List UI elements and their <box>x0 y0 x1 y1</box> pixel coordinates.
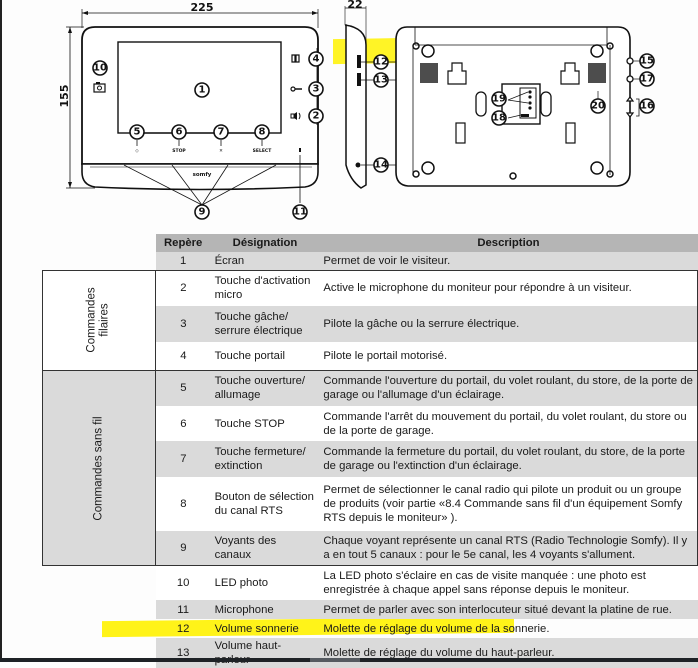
select-label: SELECT <box>253 148 273 154</box>
arrow-down-icon <box>625 112 635 118</box>
table-row: 7 Touche fermeture/ extinction Commande … <box>43 441 698 477</box>
svg-text:14: 14 <box>374 160 388 171</box>
table-row: Commandes sans fil 5 Touche ouverture/ a… <box>41 369 698 566</box>
callout-14: 14 <box>373 157 389 173</box>
svg-text:13: 13 <box>374 75 388 86</box>
callout-10: 10 <box>92 60 108 76</box>
callout-13: 13 <box>373 72 389 88</box>
back-view: 15 17 16 19 18 20 <box>395 26 655 187</box>
channel-led-leaders <box>123 164 277 206</box>
header-designation: Désignation <box>210 234 320 252</box>
callout-9: 9 <box>194 204 210 220</box>
svg-text:1: 1 <box>199 85 206 96</box>
mount-slot-left <box>447 62 467 85</box>
mount-slot-right <box>560 62 580 85</box>
svg-text:18: 18 <box>492 113 506 124</box>
callout-1: 1 <box>194 82 210 98</box>
header-repere: Repère <box>155 234 211 252</box>
table-row: 4 Touche portail Pilote le portail motor… <box>43 342 698 371</box>
callout-2: 2 <box>308 108 324 124</box>
table-row: 1 Écran Permet de voir le visiteur. <box>43 252 698 270</box>
speaker-icon <box>290 112 301 120</box>
svg-text:15: 15 <box>640 56 654 67</box>
callout-12: 12 <box>373 54 389 70</box>
speaker-grille-left <box>420 63 438 83</box>
svg-text:10: 10 <box>93 63 107 74</box>
svg-text:12: 12 <box>374 57 388 68</box>
terminal-block <box>501 83 541 125</box>
table-row: 10 LED photo La LED photo s'éclaire en c… <box>43 565 698 600</box>
svg-text:20: 20 <box>591 101 605 112</box>
svg-text:5: 5 <box>134 127 141 138</box>
book-portal-icon <box>291 54 300 63</box>
height-dimension-label: 155 <box>58 85 71 108</box>
svg-text:16: 16 <box>640 101 654 112</box>
svg-text:9: 9 <box>199 207 206 218</box>
callout-15: 15 <box>639 53 655 69</box>
button-17-shape <box>626 75 634 83</box>
button-15-shape <box>626 57 634 65</box>
callout-7: 7 <box>213 124 229 140</box>
callout-11: 11 <box>292 204 308 220</box>
camera-icon <box>93 82 106 93</box>
svg-text:19: 19 <box>492 94 506 105</box>
svg-text:17: 17 <box>640 74 654 85</box>
table-row: 9 Voyants des canaux Chaque voyant repré… <box>43 531 698 566</box>
table-row-highlighted: 12 Volume sonnerie Molette de réglage du… <box>176 622 550 635</box>
somfy-logo: somfy <box>193 172 212 178</box>
callout-16: 16 <box>639 98 655 114</box>
arrow-up-icon <box>625 96 635 102</box>
svg-text:6: 6 <box>176 127 183 138</box>
svg-text:11: 11 <box>293 207 307 218</box>
table-row: 13 Volume haut-parleur Molette de réglag… <box>43 638 698 668</box>
stop-label: STOP <box>172 148 186 154</box>
header-description: Description <box>319 234 698 252</box>
svg-text:3: 3 <box>313 84 320 95</box>
callout-17: 17 <box>639 71 655 87</box>
callout-8: 8 <box>254 124 270 140</box>
front-view: 225 155 somfy ◇ STOP ✕ SELECT <box>58 1 324 220</box>
ringer-wheel <box>357 55 361 68</box>
window-left-edge <box>0 0 2 662</box>
svg-text:4: 4 <box>313 54 320 65</box>
callout-5: 5 <box>129 124 145 140</box>
svg-text:8: 8 <box>259 127 266 138</box>
svg-text:7: 7 <box>218 127 225 138</box>
product-diagram: 225 155 somfy ◇ STOP ✕ SELECT <box>58 0 655 220</box>
callout-20: 20 <box>590 98 606 114</box>
open-glyph: ◇ <box>135 149 139 154</box>
legend-table: Repère Désignation Description 1 Écran P… <box>41 234 698 668</box>
window-bottom-edge <box>0 658 698 662</box>
table-row: 11 Microphone Permet de parler avec son … <box>43 600 698 619</box>
table-row: 6 Touche STOP Commande l'arrêt du mouvem… <box>43 406 698 441</box>
depth-dimension-label: 22 <box>347 0 362 11</box>
callout-6: 6 <box>171 124 187 140</box>
side-view: 22 12 13 14 <box>333 0 423 189</box>
group-wireless-commands: Commandes sans fil <box>41 369 157 566</box>
speaker-grille-right <box>588 63 606 83</box>
key-icon <box>290 86 302 92</box>
callout-19: 19 <box>491 91 507 107</box>
speaker-wheel <box>357 73 361 86</box>
table-header: Repère Désignation Description <box>43 234 698 252</box>
callout-3: 3 <box>308 81 324 97</box>
close-glyph: ✕ <box>219 149 223 154</box>
callout-4: 4 <box>308 51 324 67</box>
table-row: 3 Touche gâche/ serrure électrique Pilot… <box>43 306 698 342</box>
svg-text:2: 2 <box>313 111 320 122</box>
width-dimension-label: 225 <box>191 1 214 14</box>
microphone-hole <box>299 148 301 152</box>
callout-18: 18 <box>491 110 507 126</box>
table-row: 8 Bouton de sélection du canal RTS Perme… <box>43 477 698 531</box>
